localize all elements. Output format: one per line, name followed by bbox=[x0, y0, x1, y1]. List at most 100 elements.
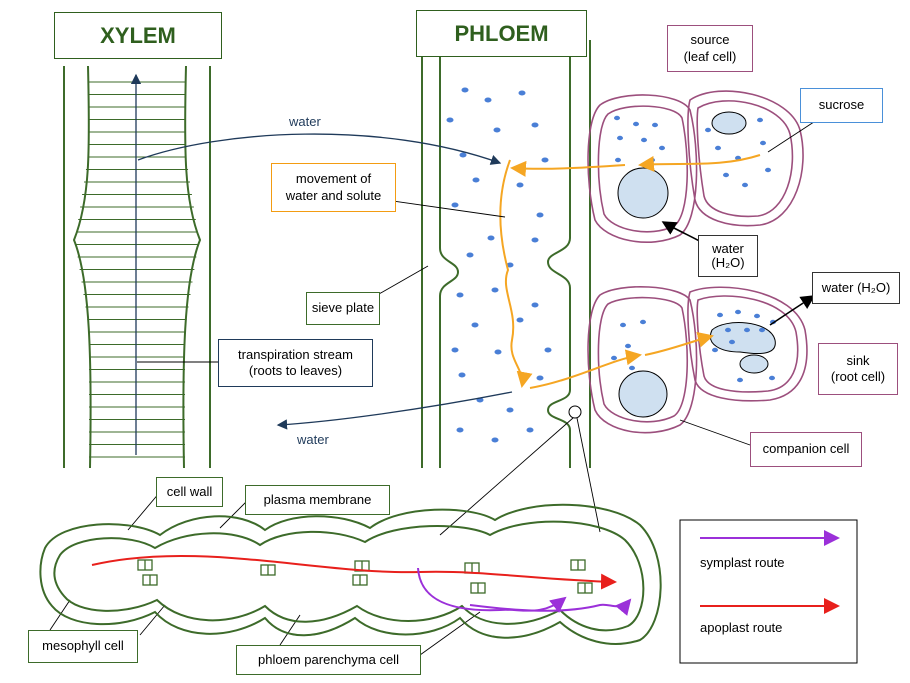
sieve-plate-label-text: sieve plate bbox=[311, 300, 375, 316]
sucrose-dot bbox=[531, 237, 539, 243]
sink-sucrose-dot bbox=[769, 375, 775, 381]
sucrose-dot bbox=[506, 262, 514, 268]
sink-sucrose-dot bbox=[759, 327, 765, 333]
sucrose-dot bbox=[456, 427, 464, 433]
sink-sucrose-dot bbox=[640, 319, 646, 325]
source-label: source (leaf cell) bbox=[667, 25, 753, 72]
sucrose-dot bbox=[472, 177, 480, 183]
water-bottom-label: water bbox=[297, 432, 329, 447]
sink-sucrose-dot bbox=[729, 339, 735, 345]
source-sucrose-dot bbox=[760, 140, 766, 146]
sink-sucrose-dots bbox=[611, 309, 776, 383]
water-top-label: water bbox=[289, 114, 321, 129]
source-sucrose-dot bbox=[652, 122, 658, 128]
transpiration-line1: transpiration stream bbox=[238, 346, 353, 362]
source-label-line1: source bbox=[690, 32, 730, 48]
water-leaf-line1: water bbox=[712, 240, 744, 256]
sucrose-dot bbox=[471, 322, 479, 328]
sucrose-dot bbox=[459, 152, 467, 158]
apoplast-route-arrow bbox=[91, 554, 617, 590]
sucrose-dot bbox=[451, 347, 459, 353]
sink-sucrose-dot bbox=[717, 312, 723, 318]
sucrose-dot bbox=[531, 122, 539, 128]
legend bbox=[679, 519, 858, 664]
source-leaf-cells bbox=[510, 90, 804, 243]
plasma-membrane-label-text: plasma membrane bbox=[263, 491, 372, 507]
movement-label: movement of water and solute bbox=[271, 163, 396, 212]
water-out-of-sink-arrow bbox=[769, 295, 816, 326]
source-label-line2: (leaf cell) bbox=[683, 48, 737, 64]
transpiration-label: transpiration stream (roots to leaves) bbox=[218, 339, 373, 387]
plasma-membrane-label: plasma membrane bbox=[245, 485, 390, 515]
sucrose-dot bbox=[531, 302, 539, 308]
sucrose-dot bbox=[493, 127, 501, 133]
source-sucrose-dot bbox=[715, 145, 721, 151]
sucrose-dot bbox=[541, 157, 549, 163]
cell-wall-label-text: cell wall bbox=[166, 483, 213, 499]
phloem-sieve-tube bbox=[421, 40, 591, 468]
source-sucrose-dot bbox=[735, 155, 741, 161]
sink-sucrose-dot bbox=[754, 313, 760, 319]
sucrose-dot bbox=[466, 252, 474, 258]
sucrose-dot bbox=[526, 427, 534, 433]
phloem-parenchyma-label-text: phloem parenchyma cell bbox=[258, 651, 399, 667]
sucrose-dot bbox=[516, 182, 524, 188]
source-sucrose-dot bbox=[615, 157, 621, 163]
sucrose-label-text: sucrose bbox=[818, 97, 865, 113]
companion-cell-label: companion cell bbox=[750, 432, 862, 467]
sucrose-dots bbox=[446, 87, 552, 443]
sink-sucrose-dot bbox=[737, 377, 743, 383]
sink-sucrose-dot bbox=[725, 327, 731, 333]
legend-symplast-label: symplast route bbox=[700, 555, 785, 570]
sucrose-dot bbox=[446, 117, 454, 123]
sucrose-dot bbox=[461, 87, 469, 93]
movement-label-line2: water and solute bbox=[285, 187, 382, 203]
sink-sucrose-dot bbox=[629, 365, 635, 371]
sink-root-cells bbox=[529, 286, 808, 434]
companion-cell-label-text: companion cell bbox=[762, 441, 850, 457]
phloem-parenchyma-label: phloem parenchyma cell bbox=[236, 645, 421, 675]
source-sucrose-dot bbox=[705, 127, 711, 133]
sucrose-dot bbox=[536, 375, 544, 381]
source-sucrose-dot bbox=[641, 137, 647, 143]
sink-label-line2: (root cell) bbox=[830, 369, 886, 384]
xylem-title-text: XYLEM bbox=[100, 22, 176, 48]
water-to-phloem-arrow bbox=[137, 133, 502, 165]
sink-sucrose-dot bbox=[620, 322, 626, 328]
symplast-route-arrow-1 bbox=[417, 567, 567, 613]
sucrose-dot bbox=[518, 90, 526, 96]
sucrose-dot bbox=[544, 347, 552, 353]
source-sucrose-dot bbox=[765, 167, 771, 173]
phloem-title-text: PHLOEM bbox=[454, 20, 549, 46]
source-sucrose-dot bbox=[757, 117, 763, 123]
sink-sucrose-dot bbox=[625, 343, 631, 349]
symplast-route-arrow-2 bbox=[469, 598, 632, 616]
sink-label-line1: sink bbox=[846, 352, 870, 368]
sink-sucrose-dot bbox=[744, 327, 750, 333]
sieve-plate-label: sieve plate bbox=[306, 292, 380, 325]
source-sucrose-dot bbox=[614, 115, 620, 121]
transpiration-line2: (roots to leaves) bbox=[248, 363, 343, 378]
xylem-vessel bbox=[63, 65, 211, 469]
sucrose-dot bbox=[484, 97, 492, 103]
source-sucrose-dot bbox=[633, 121, 639, 127]
cell-wall-label: cell wall bbox=[156, 477, 223, 507]
sucrose-dot bbox=[516, 317, 524, 323]
sucrose-dot bbox=[487, 235, 495, 241]
sucrose-label: sucrose bbox=[800, 88, 883, 123]
movement-label-line1: movement of bbox=[295, 171, 372, 187]
sucrose-dot bbox=[506, 407, 514, 413]
source-sucrose-dot bbox=[742, 182, 748, 188]
source-sucrose-dot bbox=[617, 135, 623, 141]
xylem-title: XYLEM bbox=[54, 12, 222, 59]
sink-sucrose-dot bbox=[611, 355, 617, 361]
water-root-label-text: water (H₂O) bbox=[821, 279, 891, 295]
water-leaf-line2: (H₂O) bbox=[711, 255, 745, 270]
source-sucrose-dot bbox=[723, 172, 729, 178]
sucrose-dot bbox=[494, 349, 502, 355]
plasmodesmata bbox=[137, 559, 593, 594]
leader-lines bbox=[49, 117, 821, 656]
bottom-cell-chain bbox=[39, 503, 662, 645]
sucrose-dot bbox=[456, 292, 464, 298]
